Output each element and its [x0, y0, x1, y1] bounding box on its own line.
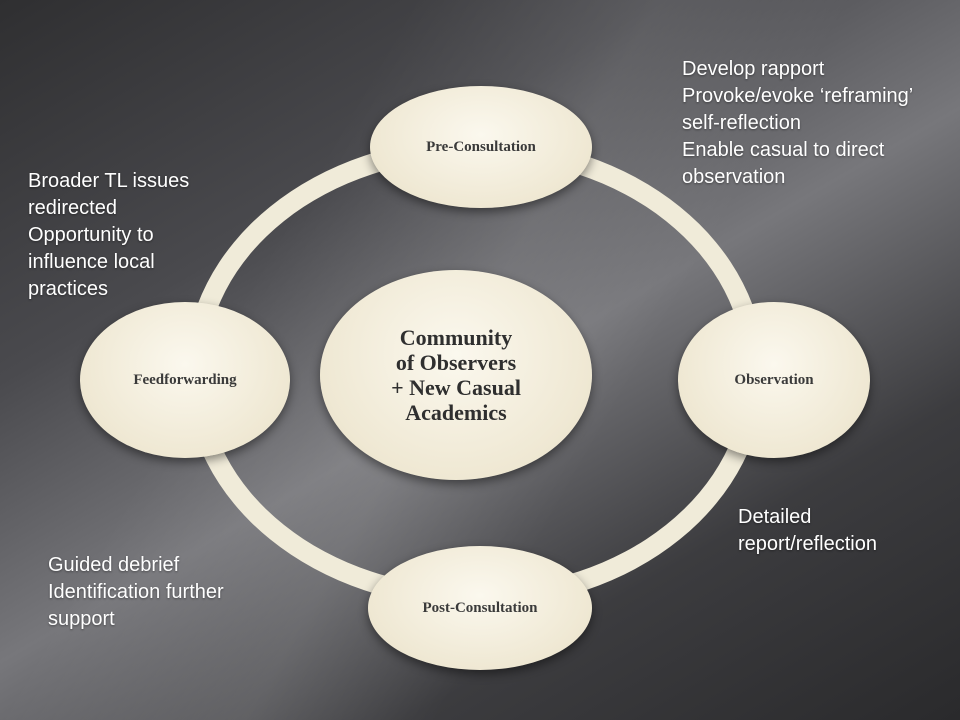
note-line: redirected: [28, 197, 117, 219]
node-pre-consultation-label: Pre-Consultation: [426, 138, 536, 155]
note-line: self-reflection: [682, 112, 801, 134]
note-line: Identification further: [48, 581, 224, 603]
note-line: Guided debrief: [48, 554, 180, 576]
note-line: Detailed: [738, 506, 812, 528]
note-line: Opportunity to: [28, 224, 154, 246]
node-observation-label: Observation: [734, 371, 814, 388]
note-bottom-right: Detailed report/reflection: [738, 504, 877, 558]
node-post-consultation-label: Post-Consultation: [422, 599, 538, 616]
center-line-3: + New Casual: [391, 375, 521, 400]
node-observation: Observation: [678, 302, 870, 458]
note-line: report/reflection: [738, 533, 877, 555]
note-top-left: Broader TL issues redirected Opportunity…: [28, 168, 189, 303]
note-line: influence local: [28, 251, 155, 273]
note-line: Develop rapport: [682, 58, 825, 80]
center-line-2: of Observers: [395, 350, 517, 375]
note-line: observation: [682, 166, 786, 188]
note-line: practices: [28, 278, 109, 300]
node-pre-consultation: Pre-Consultation: [370, 86, 592, 208]
node-center: Community of Observers + New Casual Acad…: [320, 270, 592, 480]
center-line-1: Community: [399, 325, 513, 350]
note-line: support: [48, 608, 115, 630]
note-line: Enable casual to direct: [682, 139, 885, 161]
note-bottom-left: Guided debrief Identification further su…: [48, 552, 224, 633]
node-post-consultation: Post-Consultation: [368, 546, 592, 670]
node-feedforwarding-label: Feedforwarding: [133, 371, 237, 388]
note-line: Provoke/evoke ‘reframing’: [682, 85, 914, 107]
note-top-right: Develop rapport Provoke/evoke ‘reframing…: [682, 56, 913, 191]
node-feedforwarding: Feedforwarding: [80, 302, 290, 458]
center-line-4: Academics: [405, 400, 507, 425]
note-line: Broader TL issues: [28, 170, 190, 192]
